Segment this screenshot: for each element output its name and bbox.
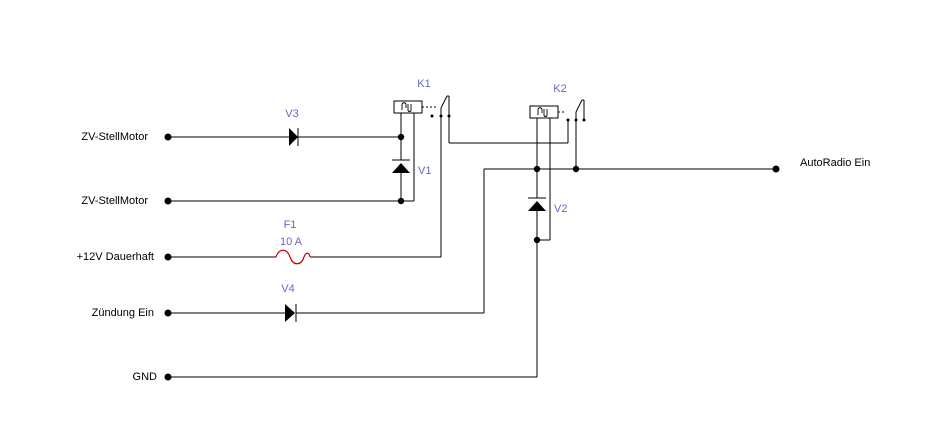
terminal-autoradio: AutoRadio Ein [772, 157, 870, 173]
diode-v1: V1 [392, 159, 431, 177]
terminal-label-zv-stellmotor-1: ZV-StellMotor [81, 131, 148, 143]
terminal-dot [164, 197, 172, 205]
terminal-dot [164, 253, 172, 261]
wires [168, 113, 776, 378]
contact-point [439, 114, 443, 118]
junction-dot [533, 236, 541, 244]
junction-dot [397, 133, 405, 141]
contact-point [447, 114, 451, 118]
component-label-k1: K1 [417, 78, 430, 90]
fuse-symbol [275, 249, 311, 265]
contact-point [574, 118, 578, 122]
terminal-dot [164, 373, 172, 381]
diode-symbol [392, 163, 410, 173]
component-rating-f1: 10 A [280, 236, 303, 248]
junction-dot [397, 197, 405, 205]
terminal-label-autoradio: AutoRadio Ein [800, 157, 870, 169]
contact-point [430, 114, 434, 118]
terminal-gnd: GND [133, 371, 172, 383]
terminal-dot [772, 165, 780, 173]
diode-symbol [528, 201, 546, 211]
terminal-label-dauerhaft: +12V Dauerhaft [77, 251, 154, 263]
coil-winding [401, 102, 412, 112]
terminal-label-zuendung: Zündung Ein [92, 307, 154, 319]
diode-v4: V4 [281, 283, 297, 322]
relay-k2: K2 [529, 83, 586, 122]
relay-k1: K1 [393, 78, 451, 118]
terminal-dauerhaft: +12V Dauerhaft [77, 251, 172, 263]
component-label-v3: V3 [285, 108, 298, 120]
diode-v3: V3 [285, 108, 299, 146]
contact-point [566, 118, 570, 122]
diode-symbol [285, 304, 295, 322]
terminal-zuendung: Zündung Ein [92, 307, 172, 319]
junction-dot [533, 165, 541, 173]
component-label-v2: V2 [554, 203, 567, 215]
terminal-label-zv-stellmotor-2: ZV-StellMotor [81, 195, 148, 207]
terminal-zv-stellmotor-1: ZV-StellMotor [81, 131, 172, 143]
coil-winding [537, 107, 548, 117]
terminal-dot [164, 133, 172, 141]
terminal-dot [164, 309, 172, 317]
fuse-f1: F1 10 A [275, 219, 311, 265]
terminal-zv-stellmotor-2: ZV-StellMotor [81, 195, 172, 207]
contact-point [582, 118, 586, 122]
component-label-k2: K2 [553, 83, 566, 95]
terminal-label-gnd: GND [133, 371, 158, 383]
junctions [397, 133, 580, 244]
component-label-v4: V4 [281, 283, 294, 295]
component-label-v1: V1 [418, 165, 431, 177]
junction-dot [572, 165, 580, 173]
component-label-f1: F1 [284, 219, 297, 231]
diode-v2: V2 [528, 197, 567, 215]
diode-symbol [289, 128, 298, 146]
